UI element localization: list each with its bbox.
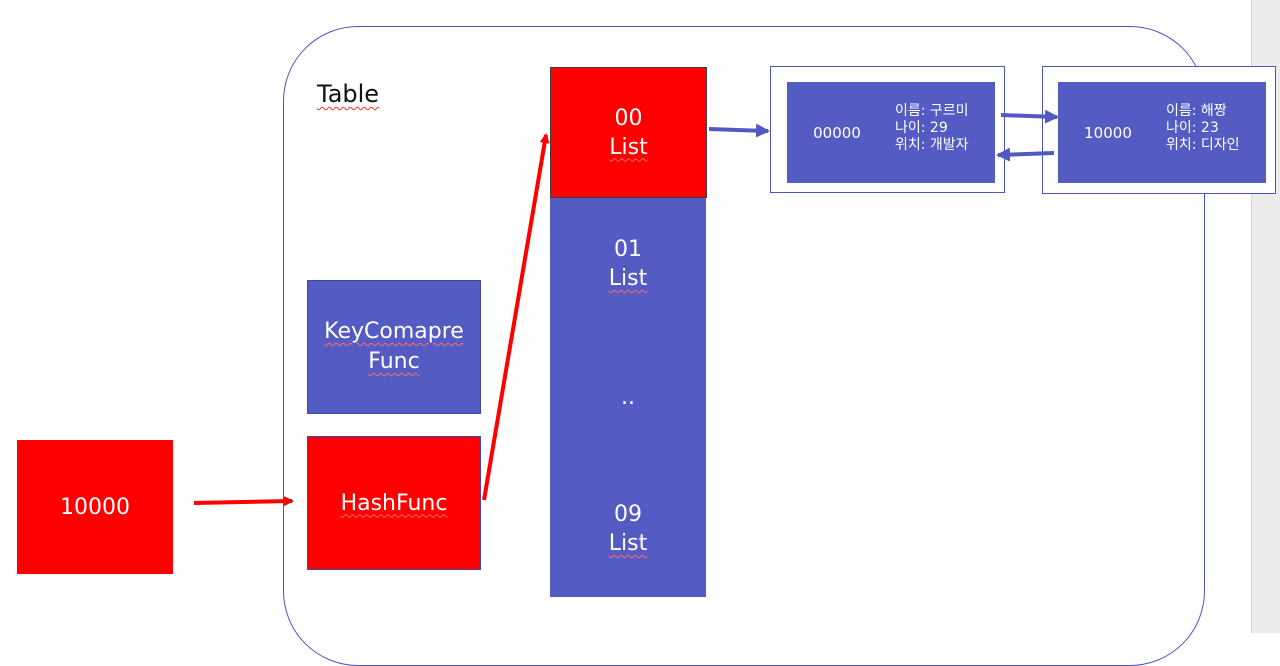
- bucket-ellipsis: ..: [550, 383, 706, 412]
- bucket-00: 00 List: [550, 67, 707, 198]
- arrow-node1-to-node2: [1000, 109, 1059, 124]
- list-node-1-position: 위치: 개발자: [895, 137, 969, 153]
- key-compare-func-line2: Func: [368, 349, 420, 374]
- arrow-hashfunc-to-bucket: [482, 133, 550, 501]
- list-node-2: 10000 이름: 해짱 나이: 23 위치: 디자인: [1042, 66, 1276, 194]
- arrows-layer: [193, 109, 1059, 507]
- bucket-00-label: List: [609, 134, 648, 160]
- bucket-00-index: 00: [614, 105, 643, 131]
- bucket-ellipsis-index: ..: [621, 385, 635, 410]
- arrow-bucket-to-node1: [708, 123, 770, 138]
- key-compare-func-box: KeyComapre Func: [307, 280, 481, 414]
- list-node-1-age: 나이: 29: [895, 120, 948, 136]
- list-node-1-name: 이름: 구르미: [895, 103, 969, 119]
- list-node-1-info: 이름: 구르미 나이: 29 위치: 개발자: [895, 103, 969, 154]
- list-node-2-key: 10000: [1084, 123, 1132, 142]
- input-key-value: 10000: [60, 494, 130, 520]
- hash-func-box: HashFunc: [307, 436, 481, 570]
- list-node-1-key: 00000: [813, 123, 861, 142]
- list-node-2-position: 위치: 디자인: [1166, 137, 1240, 153]
- input-key-box: 10000: [17, 440, 173, 574]
- key-compare-func-line1: KeyComapre: [324, 319, 464, 344]
- bucket-01-label: List: [608, 266, 648, 291]
- bucket-09: 09 List: [550, 500, 706, 558]
- arrow-input-to-hashfunc: [193, 496, 294, 507]
- bucket-09-index: 09: [614, 502, 642, 527]
- list-node-2-name: 이름: 해짱: [1166, 103, 1227, 119]
- list-node-1-body: 00000 이름: 구르미 나이: 29 위치: 개발자: [787, 82, 995, 183]
- list-node-1: 00000 이름: 구르미 나이: 29 위치: 개발자: [770, 66, 1005, 193]
- bucket-01: 01 List: [550, 235, 706, 293]
- arrow-node2-to-node1: [996, 147, 1055, 162]
- list-node-2-body: 10000 이름: 해짱 나이: 23 위치: 디자인: [1058, 82, 1266, 183]
- hash-func-label: HashFunc: [340, 490, 448, 516]
- list-node-2-info: 이름: 해짱 나이: 23 위치: 디자인: [1166, 103, 1240, 154]
- bucket-01-index: 01: [614, 237, 642, 262]
- table-label: Table: [317, 80, 380, 108]
- bucket-09-label: List: [608, 531, 648, 556]
- list-node-2-age: 나이: 23: [1166, 120, 1219, 136]
